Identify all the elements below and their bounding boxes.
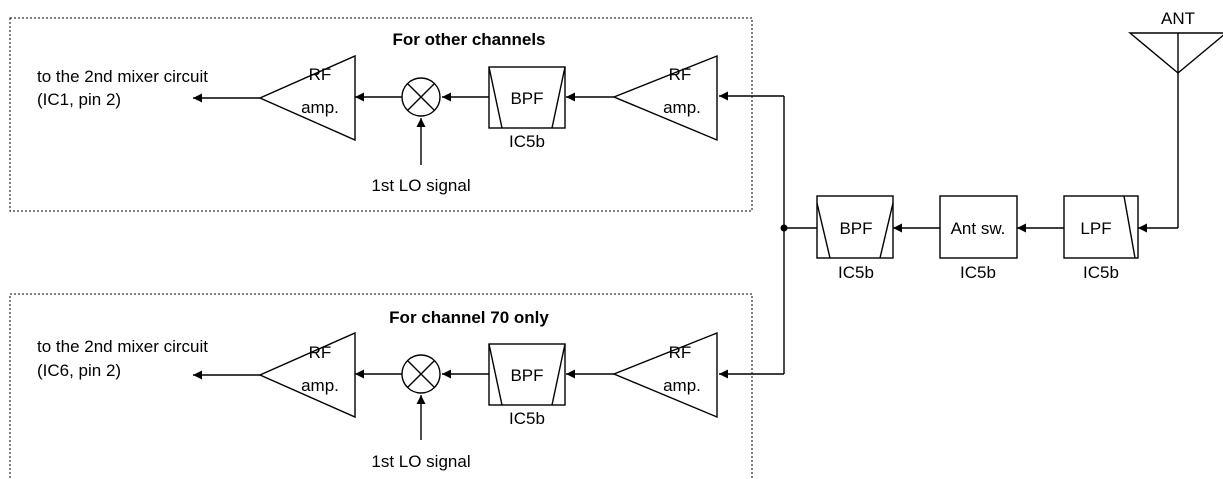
path-ch70-frame (9, 293, 753, 479)
svg-text:RF: RF (309, 65, 332, 84)
path-other-frame (9, 17, 753, 212)
path-ch70-output-label-line1: to the 2nd mixer circuit (37, 337, 208, 356)
svg-text:RF: RF (669, 65, 692, 84)
path-other-lo-label: 1st LO signal (371, 176, 470, 195)
svg-text:amp.: amp. (663, 376, 701, 395)
path-ch70-rf-amp-input: RF amp. (612, 331, 718, 419)
path-other-bpf-label: BPF (510, 89, 543, 108)
path-ch70-bpf-block: BPF IC5b (488, 343, 566, 428)
front-bpf-label: BPF (839, 219, 872, 238)
lpf-block: LPF IC5b (1063, 195, 1139, 282)
path-other-mixer-icon (401, 77, 441, 117)
path-ch70-output-label-line2: (IC6, pin 2) (37, 361, 121, 380)
svg-text:amp.: amp. (301, 376, 339, 395)
antenna-label: ANT (1161, 9, 1195, 28)
front-bpf-block: BPF IC5b (816, 195, 894, 282)
lpf-ic-label: IC5b (1083, 263, 1119, 282)
lpf-label: LPF (1080, 219, 1111, 238)
antenna-icon (1128, 32, 1223, 74)
path-other-output-label-line2: (IC1, pin 2) (37, 90, 121, 109)
ant-switch-block: Ant sw. IC5b (939, 195, 1018, 282)
path-other-bpf-ic: IC5b (509, 132, 545, 151)
svg-text:RF: RF (309, 343, 332, 362)
path-ch70-bpf-ic: IC5b (509, 409, 545, 428)
path-ch70-bpf-label: BPF (510, 366, 543, 385)
path-other-rf-amp-input: RF amp. (612, 54, 718, 142)
path-other-output-label-line1: to the 2nd mixer circuit (37, 67, 208, 86)
ant-switch-ic-label: IC5b (960, 263, 996, 282)
path-channel-70: For channel 70 only RF amp. BPF IC5b 1st… (9, 293, 753, 479)
svg-text:amp.: amp. (663, 98, 701, 117)
path-ch70-rf-amp-output: RF amp. (258, 331, 356, 419)
svg-text:amp.: amp. (301, 98, 339, 117)
path-other-bpf-block: BPF IC5b (488, 66, 566, 151)
front-bpf-ic-label: IC5b (838, 263, 874, 282)
path-ch70-lo-label: 1st LO signal (371, 452, 470, 471)
path-other-channels: For other channels RF amp. BPF IC5b 1st … (9, 17, 753, 212)
ant-switch-label: Ant sw. (951, 219, 1006, 238)
path-ch70-mixer-icon (401, 354, 441, 394)
path-other-title: For other channels (392, 30, 545, 49)
path-ch70-title: For channel 70 only (389, 308, 549, 327)
path-other-rf-amp-output: RF amp. (258, 54, 356, 142)
antenna: ANT (1128, 9, 1223, 228)
svg-text:RF: RF (669, 343, 692, 362)
